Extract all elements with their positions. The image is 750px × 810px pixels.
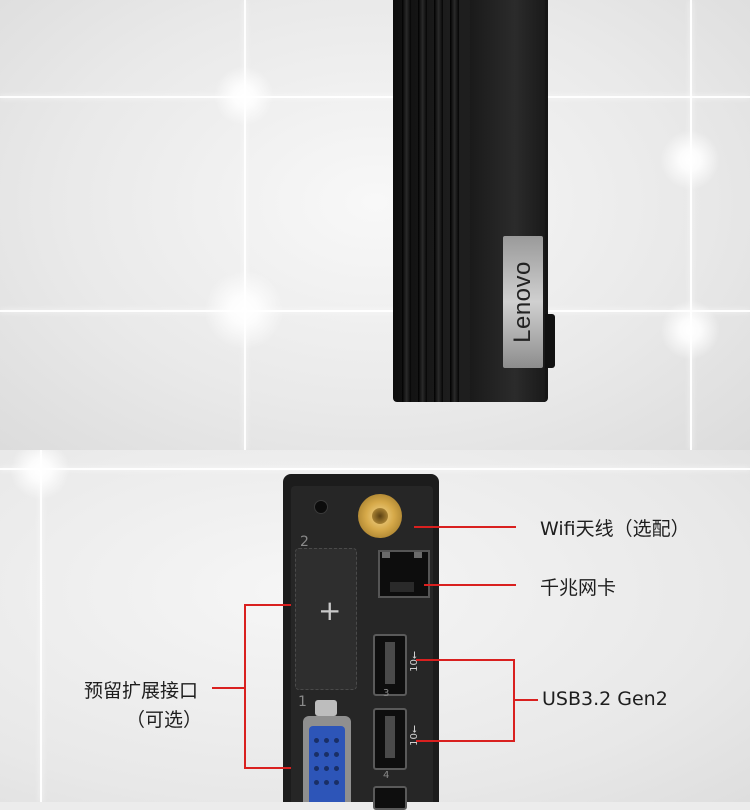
callout-line-usb-bottom [416, 740, 514, 742]
ethernet-port-notch [390, 582, 414, 592]
slot-label: 2 [300, 534, 309, 550]
usb-tongue [385, 642, 395, 684]
callout-line-usb-stub [514, 699, 538, 701]
callout-wifi-label: Wifi天线（选配） [540, 518, 690, 540]
heat-sink-fin [418, 0, 427, 402]
light-grid-line [0, 468, 750, 470]
usb-icon: 10⭠ [408, 725, 420, 746]
vga-screw [315, 700, 337, 716]
vga-pin [334, 738, 339, 743]
usb-port [373, 786, 407, 810]
top-photo-background [0, 0, 750, 450]
light-glow [204, 270, 284, 350]
vga-pin [314, 738, 319, 743]
ethernet-led [414, 552, 422, 558]
vga-pin [334, 780, 339, 785]
vga-pin [334, 766, 339, 771]
vga-pin [324, 738, 329, 743]
heat-sink-fin [450, 0, 459, 402]
antenna-core [372, 508, 388, 524]
logo-plate [503, 236, 543, 368]
callout-expansion-label: 预留扩展接口 [84, 680, 199, 702]
port-label: 3 [383, 688, 390, 699]
light-grid-line [40, 450, 42, 802]
callout-line-exp-bottom [245, 767, 291, 769]
light-glow [214, 66, 274, 126]
callout-lan-label: 千兆网卡 [540, 577, 617, 599]
light-grid-line [0, 96, 750, 98]
light-grid-line [690, 0, 692, 450]
vga-pin [314, 752, 319, 757]
callout-line-lan [424, 584, 516, 586]
light-grid-line [0, 310, 750, 312]
usb-icon: 10⭠ [408, 651, 420, 672]
callout-line-exp-bracket [244, 604, 246, 769]
ethernet-led [382, 552, 390, 558]
vga-pin [314, 766, 319, 771]
vga-pin [334, 752, 339, 757]
light-glow [660, 300, 720, 360]
screw-hole [314, 500, 328, 514]
vga-pin [324, 766, 329, 771]
expansion-slot-cover [295, 548, 357, 690]
side-tab [545, 314, 555, 368]
usb-tongue [385, 716, 395, 758]
light-glow [660, 130, 720, 190]
vga-pin [324, 752, 329, 757]
heat-sink-fin [434, 0, 443, 402]
light-glow [10, 450, 70, 500]
vga-pin [324, 780, 329, 785]
callout-line-exp-stub [212, 687, 246, 689]
vga-pin [314, 780, 319, 785]
callout-line-exp-top [245, 604, 291, 606]
lenovo-logo: Lenovo [509, 261, 536, 343]
port-label: 4 [383, 770, 390, 781]
plus-icon: + [318, 594, 342, 627]
heat-sink-fin [402, 0, 411, 402]
callout-usb-label: USB3.2 Gen2 [542, 688, 668, 710]
slot-label: 1 [298, 694, 307, 710]
callout-line-usb-top [416, 659, 514, 661]
callout-expansion-sublabel: （可选） [126, 709, 203, 731]
callout-line-wifi [414, 526, 516, 528]
light-grid-line [244, 0, 246, 450]
